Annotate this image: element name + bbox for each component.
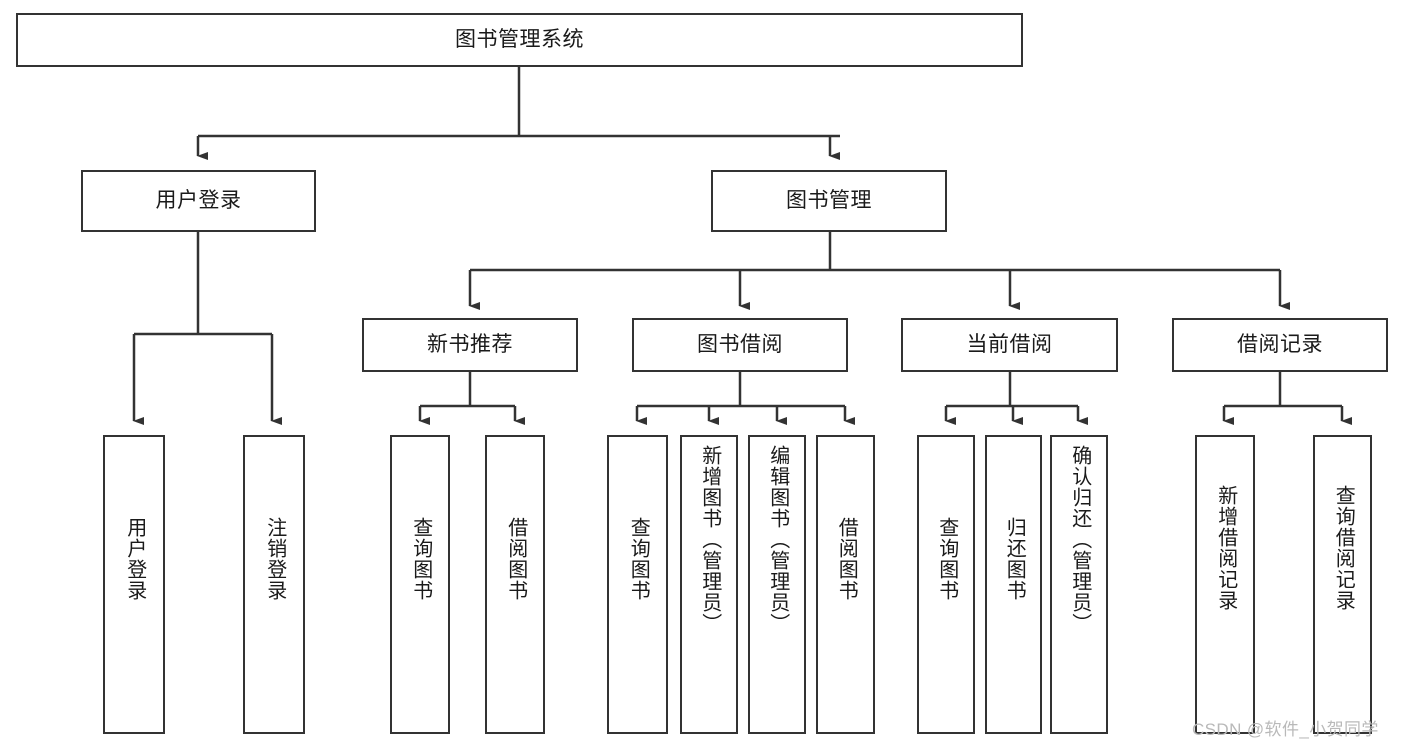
leaf-user-login-login-label: 用户登录 [123,517,146,601]
node-book-borrow[interactable]: 图书借阅 [632,318,848,372]
leaf-new-book-borrow-book[interactable]: 借阅图书 [485,435,545,734]
leaf-book-borrow-edit-book[interactable]: 编辑图书（管理员） [748,435,806,734]
leaf-book-borrow-borrow-book[interactable]: 借阅图书 [816,435,875,734]
node-root-book-management-system[interactable]: 图书管理系统 [16,13,1023,67]
node-book-management[interactable]: 图书管理 [711,170,947,232]
leaf-current-borrow-confirm-return-label: 确认归还（管理员） [1068,445,1091,634]
node-book-borrow-label: 图书借阅 [697,332,783,356]
leaf-book-borrow-query-book[interactable]: 查询图书 [607,435,668,734]
node-current-borrow-label: 当前借阅 [966,332,1053,356]
leaf-new-book-query-book-label: 查询图书 [409,517,432,601]
leaf-current-borrow-return-book[interactable]: 归还图书 [985,435,1042,734]
leaf-current-borrow-query-book-label: 查询图书 [935,517,958,601]
leaf-borrow-record-add-record[interactable]: 新增借阅记录 [1195,435,1255,734]
node-borrow-record-label: 借阅记录 [1237,332,1323,356]
leaf-borrow-record-add-record-label: 新增借阅记录 [1214,485,1237,611]
node-borrow-record[interactable]: 借阅记录 [1172,318,1388,372]
node-user-login-label: 用户登录 [155,188,242,212]
leaf-borrow-record-query-record[interactable]: 查询借阅记录 [1313,435,1372,734]
leaf-book-borrow-query-book-label: 查询图书 [627,517,650,601]
leaf-book-borrow-edit-book-label: 编辑图书（管理员） [766,445,789,634]
leaf-book-borrow-add-book[interactable]: 新增图书（管理员） [680,435,738,734]
leaf-borrow-record-query-record-label: 查询借阅记录 [1332,485,1355,611]
node-root-label: 图书管理系统 [455,27,584,51]
leaf-book-borrow-add-book-label: 新增图书（管理员） [698,445,721,634]
leaf-current-borrow-query-book[interactable]: 查询图书 [917,435,975,734]
node-book-management-label: 图书管理 [786,188,872,212]
leaf-new-book-query-book[interactable]: 查询图书 [390,435,450,734]
node-new-book-recommend-label: 新书推荐 [427,332,513,356]
node-new-book-recommend[interactable]: 新书推荐 [362,318,578,372]
leaf-current-borrow-return-book-label: 归还图书 [1003,517,1026,601]
leaf-book-borrow-borrow-book-label: 借阅图书 [835,517,858,601]
node-current-borrow[interactable]: 当前借阅 [901,318,1118,372]
leaf-current-borrow-confirm-return[interactable]: 确认归还（管理员） [1050,435,1108,734]
leaf-user-login-logout[interactable]: 注销登录 [243,435,305,734]
node-user-login[interactable]: 用户登录 [81,170,316,232]
leaf-user-login-login[interactable]: 用户登录 [103,435,165,734]
leaf-new-book-borrow-book-label: 借阅图书 [504,517,527,601]
leaf-user-login-logout-label: 注销登录 [263,517,286,601]
